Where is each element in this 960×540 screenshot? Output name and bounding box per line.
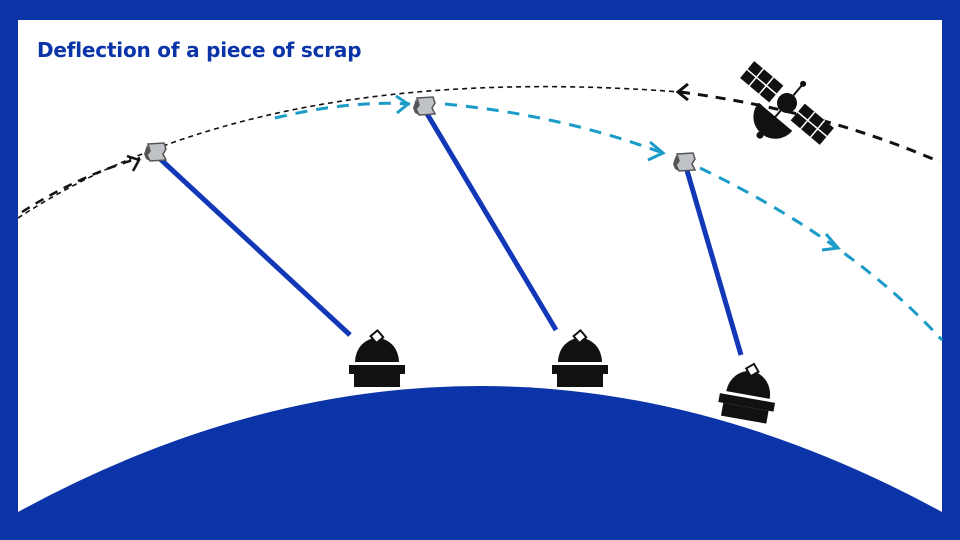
orbit-arrow-right-icon <box>126 154 141 172</box>
deflected-arrow-icon <box>395 94 411 115</box>
laser-beam <box>683 166 744 356</box>
deflected-path <box>274 101 411 120</box>
space-debris-icon <box>412 96 436 116</box>
deflected-arrow-icon <box>647 140 666 162</box>
space-debris-icon <box>672 152 696 172</box>
orbit-segment <box>21 156 141 214</box>
space-debris-icon <box>143 142 167 162</box>
original-orbit <box>17 85 681 219</box>
laser-beam <box>155 154 352 337</box>
deflected-arrow-icon <box>821 233 841 252</box>
laser-beam <box>423 110 559 332</box>
orbit-arrow-left-icon <box>675 82 689 102</box>
satellite-icon <box>740 61 834 145</box>
deflected-path <box>444 102 661 154</box>
page-title: Deflection of a piece of scrap <box>37 38 362 62</box>
earth-surface <box>18 386 942 540</box>
satellite-orbit <box>679 90 941 164</box>
